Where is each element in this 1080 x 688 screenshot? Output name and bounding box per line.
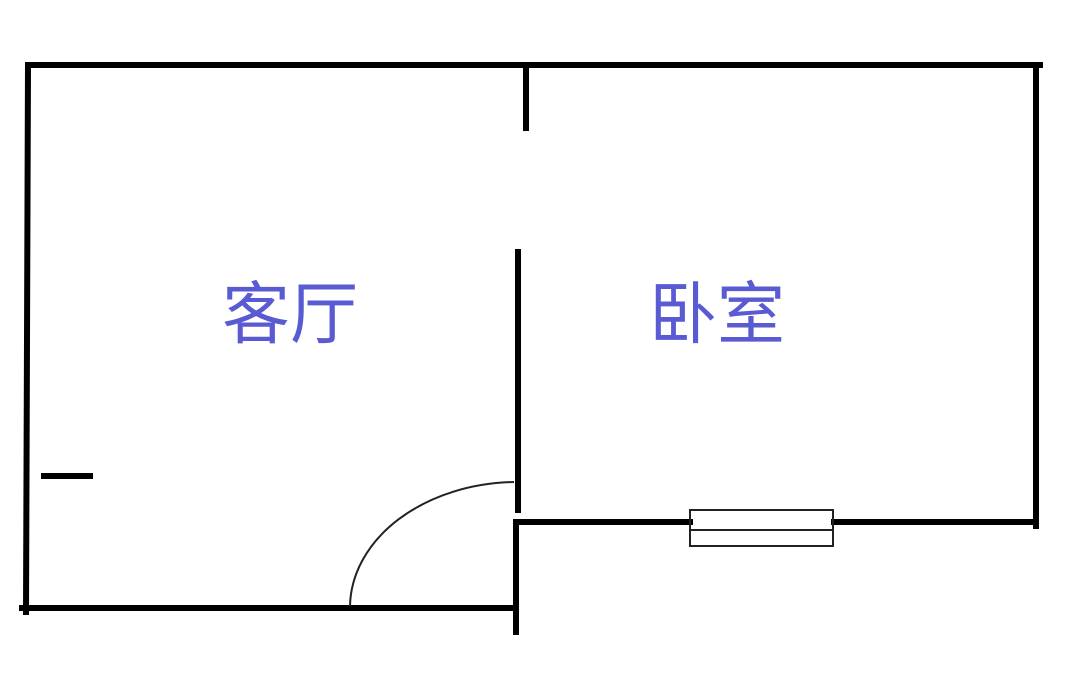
door-swing-arc xyxy=(349,481,515,607)
left-wall xyxy=(22,61,32,616)
window xyxy=(689,509,834,547)
room-label-living-room: 客厅 xyxy=(222,276,358,355)
room-label-bedroom: 卧室 xyxy=(649,276,785,355)
